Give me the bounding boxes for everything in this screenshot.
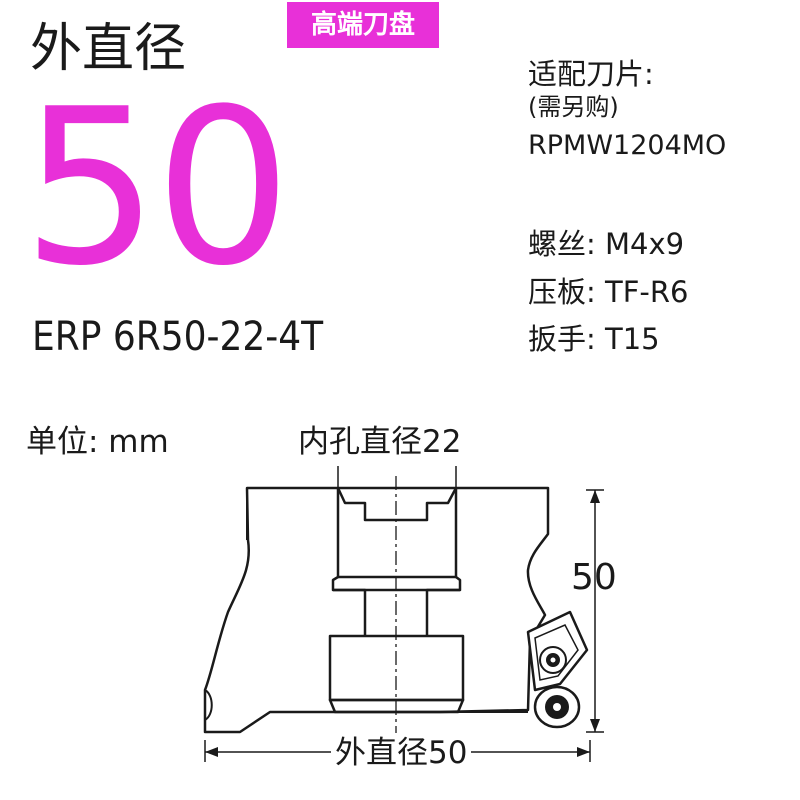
premium-badge: 高端刀盘 — [287, 2, 439, 48]
insert-label: 适配刀片: — [528, 57, 654, 91]
clamp-spec: 压板: TF-R6 — [528, 275, 689, 309]
unit-label: 单位: mm — [26, 424, 169, 460]
model-number: ERP 6R50-22-4T — [32, 314, 324, 360]
wrench-spec: 扳手: T15 — [528, 322, 660, 356]
screw-spec: 螺丝: M4x9 — [528, 227, 685, 261]
outer-diameter-title: 外直径 — [30, 19, 187, 79]
dimension-arrows — [205, 490, 600, 757]
bore-body — [328, 488, 465, 714]
insert-note: (需另购) — [528, 93, 619, 121]
insert-screw-icon — [539, 646, 567, 674]
height-dimension-label: 50 — [571, 557, 617, 598]
outer-diameter-dimension-label: 外直径50 — [331, 733, 472, 773]
clamp-screw-icon — [533, 685, 581, 729]
inner-bore-label: 内孔直径22 — [298, 422, 462, 462]
diameter-value: 50 — [22, 62, 292, 313]
cutter-body — [203, 486, 550, 734]
insert-code: RPMW1204MO — [528, 130, 727, 161]
